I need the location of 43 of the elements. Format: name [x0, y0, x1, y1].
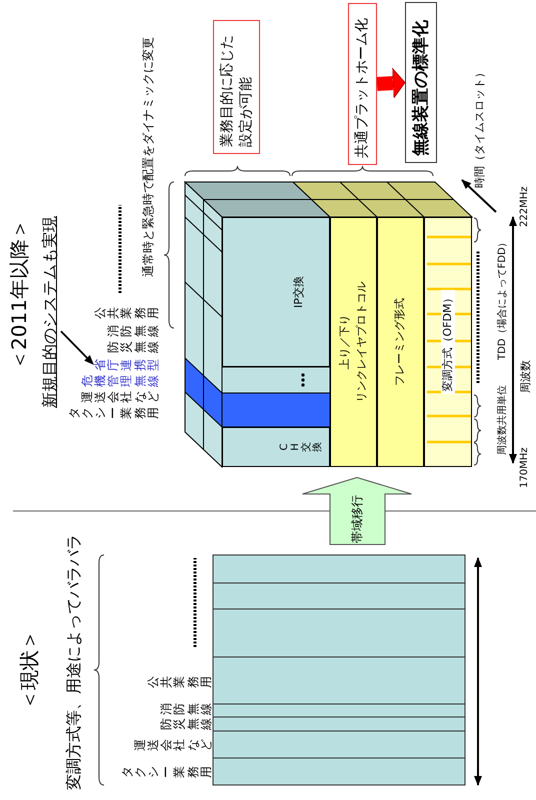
- service-label: 運送会社など: [80, 391, 160, 403]
- box-label: 共通プラットホーム化: [353, 17, 372, 158]
- layer-label: フレーミング形式: [392, 298, 408, 386]
- service-label: 公共業務用: [94, 307, 160, 319]
- service-label: 消防無線: [107, 325, 160, 337]
- layer-cell: [330, 217, 377, 467]
- service-label: 省庁連携型: [94, 359, 160, 371]
- service-label: 危機管理無線: [80, 375, 160, 387]
- axis-label: 周波数: [518, 360, 533, 393]
- service-label: 公共業務用: [147, 676, 213, 688]
- service-label: タクシー業務用: [68, 407, 160, 419]
- axis-label: TDD（場合によってFDD）: [496, 237, 509, 360]
- result-box: [405, 2, 437, 163]
- axis-label: 周波数共用単位: [496, 385, 509, 455]
- layer-label: 変調方式（OFDM）: [440, 290, 456, 394]
- annotation-text: 新規目的のシステムも実現: [40, 216, 61, 408]
- annotation-text: 通常時と緊急時で配置をダイナミックに変更: [140, 37, 156, 277]
- service-label: 運送会社など: [134, 739, 213, 751]
- section-title: ＜2011年以降＞: [6, 219, 32, 370]
- tick-label: 222MHz: [519, 186, 530, 227]
- highlight-box: [348, 3, 377, 165]
- tick-label: 170MHz: [519, 448, 530, 488]
- service-label: 防災無線: [160, 718, 213, 730]
- box-label: 業務目的に応じた設定が可能: [218, 34, 254, 147]
- section-subtitle: 変調方式等、用途によってバラバラ: [64, 534, 84, 790]
- service-label: 防災無線: [107, 341, 160, 353]
- layer-label: CH交換: [279, 442, 323, 452]
- highlight-box: [213, 20, 260, 154]
- section-title: ＜現状＞: [16, 630, 42, 710]
- layer-label: IP交換: [290, 276, 306, 308]
- layer-label: 上り／下り: [337, 314, 352, 370]
- axis-label: 時間（タイムスロット）: [472, 67, 487, 188]
- layer-cell: [222, 217, 330, 367]
- layer-cell: [424, 217, 472, 467]
- block-arrow: [376, 68, 406, 99]
- service-label: 消防無線: [160, 703, 213, 715]
- layer-cell: [222, 427, 330, 467]
- arrow-label: 帯域移行: [349, 494, 365, 544]
- layer-label: リンクレイヤプロトコル: [354, 282, 368, 402]
- arrow: [60, 330, 94, 365]
- box-label: 無線装置の標準化: [410, 19, 432, 156]
- layer-cell: [377, 217, 424, 467]
- service-label: タクシー業務用: [120, 766, 213, 778]
